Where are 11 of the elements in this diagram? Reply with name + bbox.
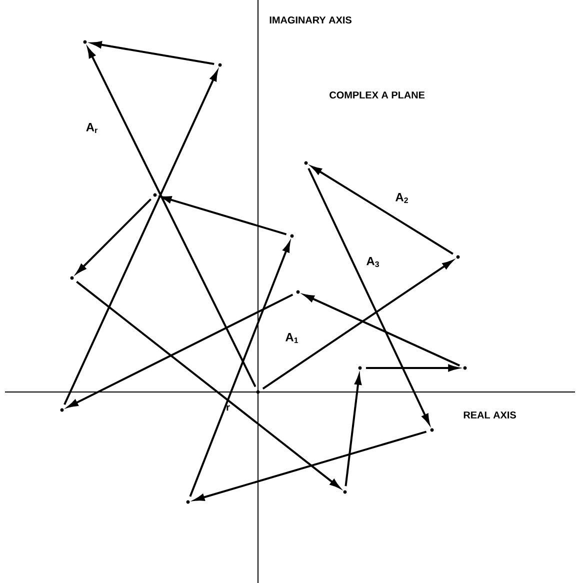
vertex-point [456,255,460,259]
vertex-point [290,234,294,238]
axis-label: COMPLEX A PLANE [330,91,425,99]
vertex-point [463,366,467,370]
vertex-point [60,408,64,412]
axis-label: REAL AXIS [464,411,516,419]
vertex-point [186,500,190,504]
axis-label: IMAGINARY AXIS [270,16,352,24]
vertex-point [430,428,434,432]
vertex-point [304,161,308,165]
vertex-point [83,40,87,44]
